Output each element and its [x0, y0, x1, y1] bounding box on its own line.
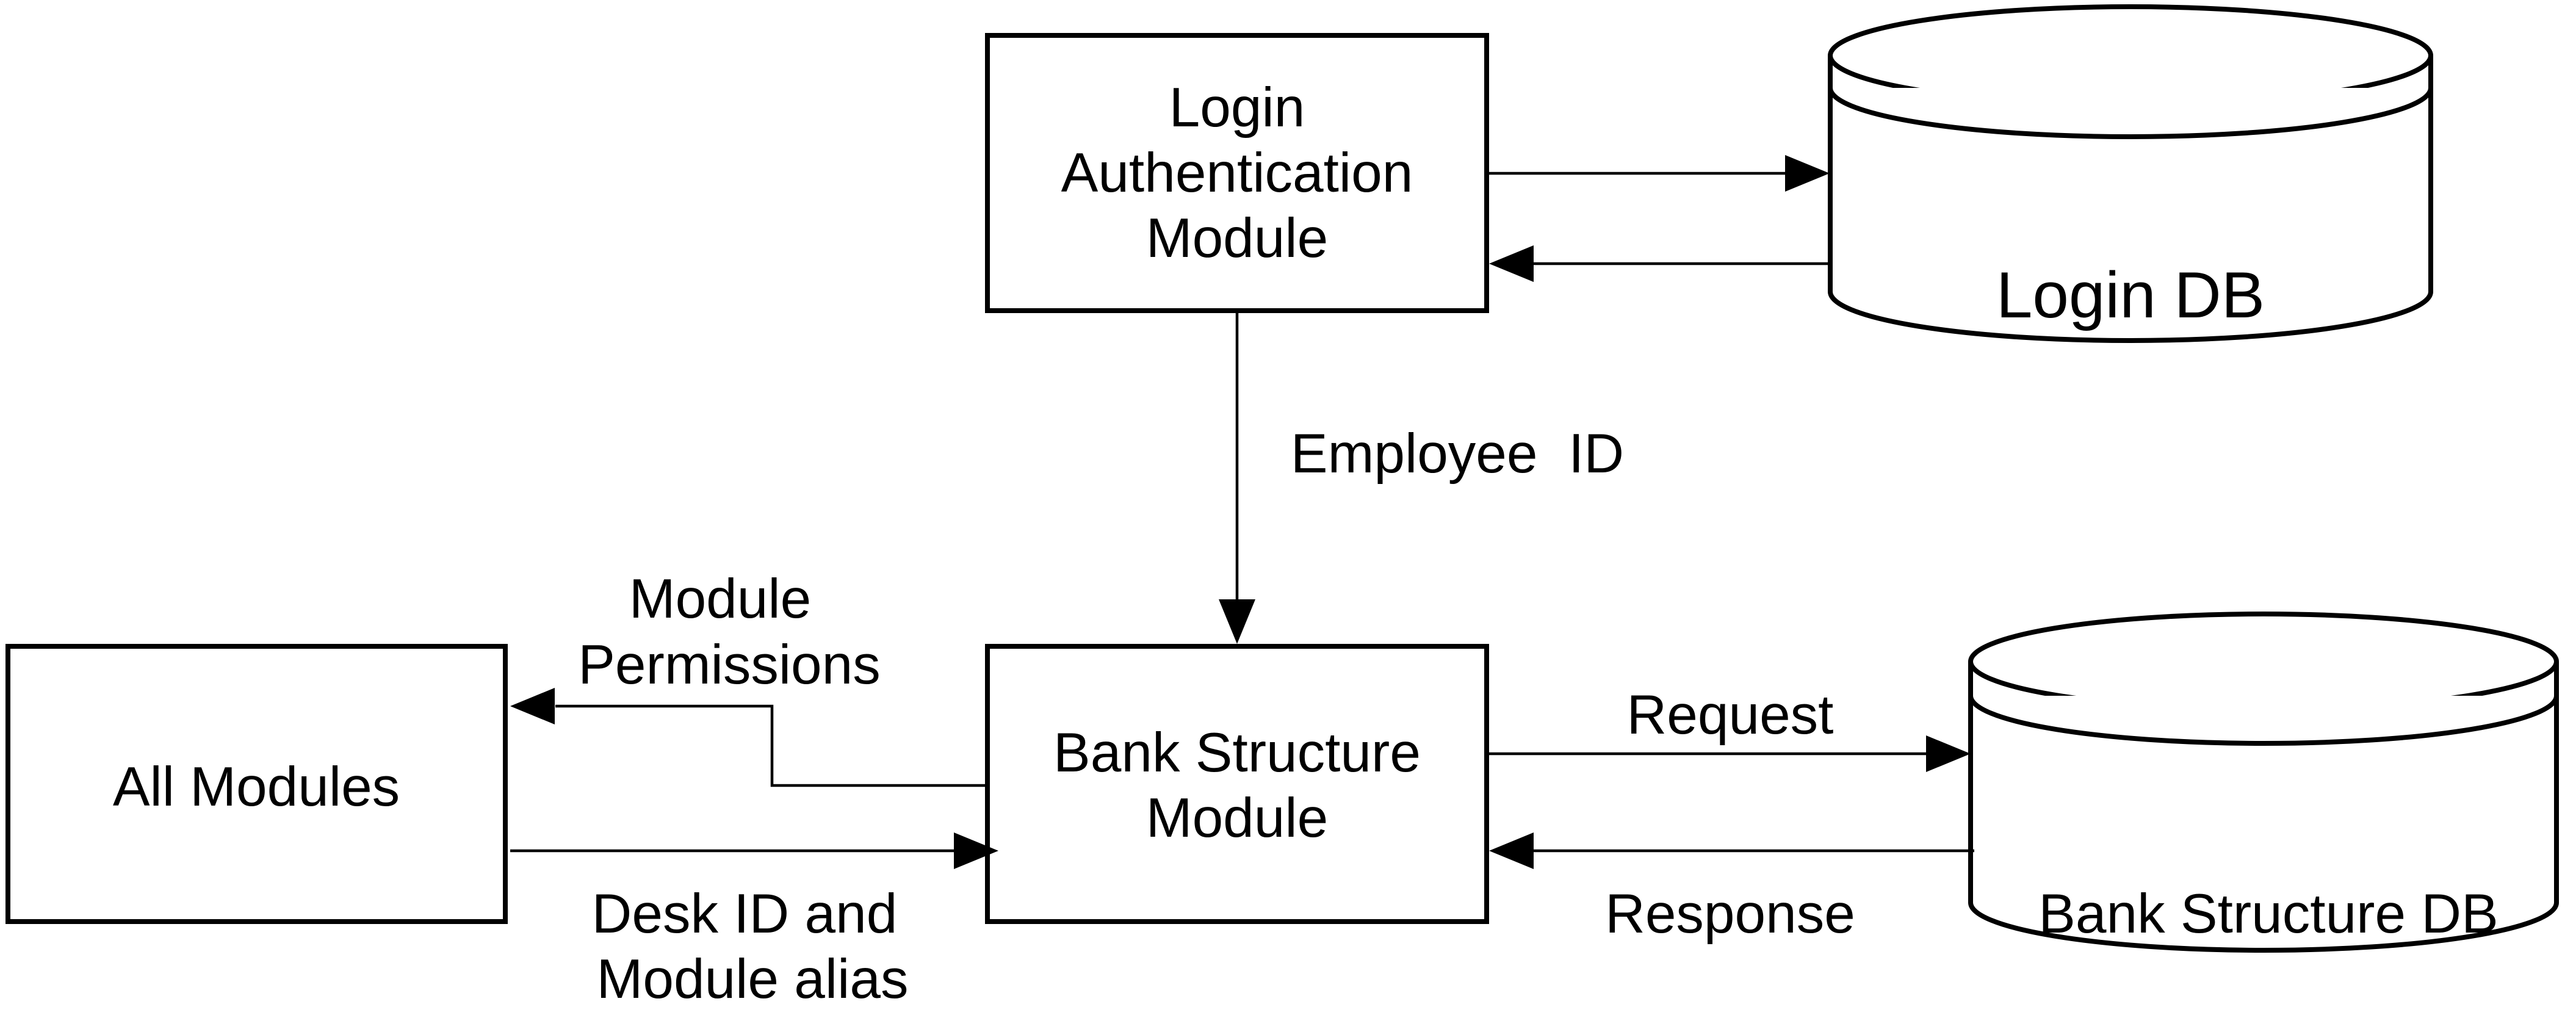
module-permissions-edge: Module Permissions	[510, 568, 987, 787]
login-db-label: Login DB	[1996, 258, 2265, 331]
desk-id-label-line-1: Desk ID and	[592, 883, 898, 945]
arrowhead-icon	[1489, 832, 1534, 869]
login-module-to-login-db-edge	[1487, 155, 1830, 192]
request-edge: Request	[1487, 684, 1971, 772]
login-module-label-line-2: Authentication	[1061, 142, 1413, 204]
login-module-label-line-1: Login	[1169, 77, 1305, 139]
arrowhead-icon	[1219, 599, 1255, 644]
arrowhead-icon	[1785, 155, 1830, 192]
employee-id-label: Employee ID	[1291, 423, 1624, 485]
login-db-node[interactable]: Login DB	[1828, 4, 2433, 343]
all-modules-label: All Modules	[113, 756, 400, 818]
desk-id-label-line-2: Module alias	[597, 948, 909, 1010]
bank-module-label-line-2: Module	[1146, 787, 1328, 849]
response-label: Response	[1605, 883, 1855, 945]
arrowhead-icon	[1489, 245, 1534, 282]
login-module-label-line-3: Module	[1146, 208, 1328, 269]
module-permissions-label-line-1: Module	[629, 568, 811, 630]
module-permissions-label-line-2: Permissions	[578, 634, 881, 696]
desk-id-edge: Desk ID and Module alias	[510, 832, 998, 1010]
bank-structure-db-node[interactable]: Bank Structure DB	[1968, 612, 2559, 953]
login-db-to-login-module-edge	[1489, 245, 1830, 282]
all-modules-node[interactable]: All Modules	[5, 644, 508, 924]
bank-module-label-line-1: Bank Structure	[1053, 722, 1421, 784]
request-label: Request	[1627, 684, 1834, 746]
login-authentication-module-node[interactable]: Login Authentication Module	[985, 33, 1489, 313]
arrowhead-icon	[1926, 735, 1971, 772]
arrowhead-icon	[510, 688, 555, 724]
response-edge: Response	[1489, 832, 1974, 945]
bank-db-label: Bank Structure DB	[2038, 883, 2498, 945]
employee-id-edge: Employee ID	[1219, 311, 1624, 644]
bank-structure-module-node[interactable]: Bank Structure Module	[985, 644, 1489, 924]
arrowhead-icon	[954, 832, 998, 869]
